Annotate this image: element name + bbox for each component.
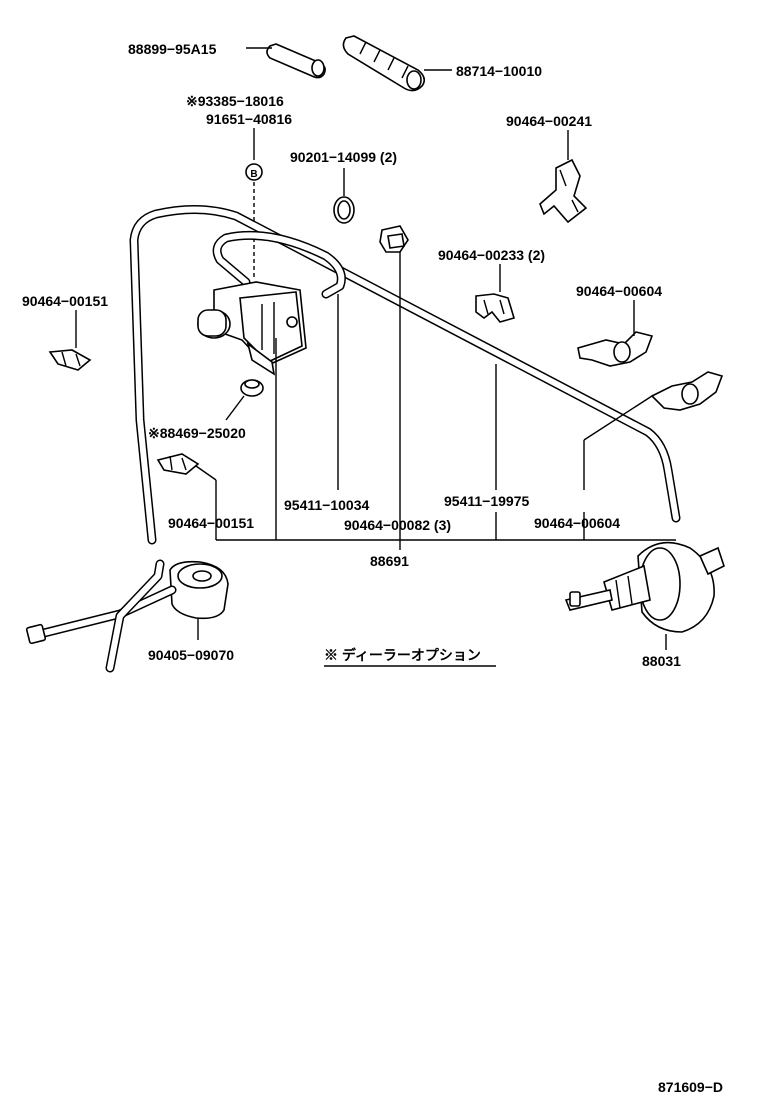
label-90464-00151-low: 90464−00151 (168, 515, 254, 531)
label-91651: 91651−40816 (206, 111, 292, 127)
actuator-icon (564, 541, 725, 650)
clamp-icon (379, 225, 409, 253)
clamp-icon (539, 158, 588, 224)
label-90464-00604-low: 90464−00604 (534, 515, 620, 531)
label-90405: 90405−09070 (148, 647, 234, 663)
vsv-valve-icon (197, 281, 307, 376)
label-90464-00604-top: 90464−00604 (576, 283, 662, 299)
filter-icon (25, 559, 229, 673)
clamp-icon (48, 349, 92, 371)
figure-code: 871609−D (658, 1079, 723, 1095)
label-93385: ※93385−18016 (186, 93, 284, 109)
label-88899: 88899−95A15 (128, 41, 217, 57)
clamp-icon (577, 331, 654, 367)
leader-lines (75, 130, 676, 667)
label-88469: ※88469−25020 (148, 425, 246, 441)
label-88031: 88031 (642, 653, 681, 669)
grommet-icon (225, 379, 264, 421)
label-95411-19975: 95411−19975 (444, 493, 529, 509)
washer-ring-icon (333, 168, 355, 224)
clamp-icon (156, 453, 200, 475)
label-88691: 88691 (370, 553, 409, 569)
label-90464-00082: 90464−00082 (3) (344, 517, 451, 533)
label-95411-10034: 95411−10034 (284, 497, 369, 513)
small-hose-icon (266, 43, 326, 79)
circle-b-marker: B (245, 128, 263, 280)
label-90464-00241: 90464−00241 (506, 113, 592, 129)
label-90201: 90201−14099 (2) (290, 149, 397, 165)
vacuum-hose-icon (129, 205, 681, 545)
label-90464-00233: 90464−00233 (2) (438, 247, 545, 263)
label-90464-00151-left: 90464−00151 (22, 293, 108, 309)
long-hose-icon (342, 35, 426, 92)
dealer-option-note: ※ ディーラーオプション (324, 647, 481, 663)
clamp-icon (475, 293, 515, 323)
clamp-icon (650, 371, 724, 411)
circle-b-label: B (250, 169, 257, 180)
label-88714: 88714−10010 (456, 63, 542, 79)
